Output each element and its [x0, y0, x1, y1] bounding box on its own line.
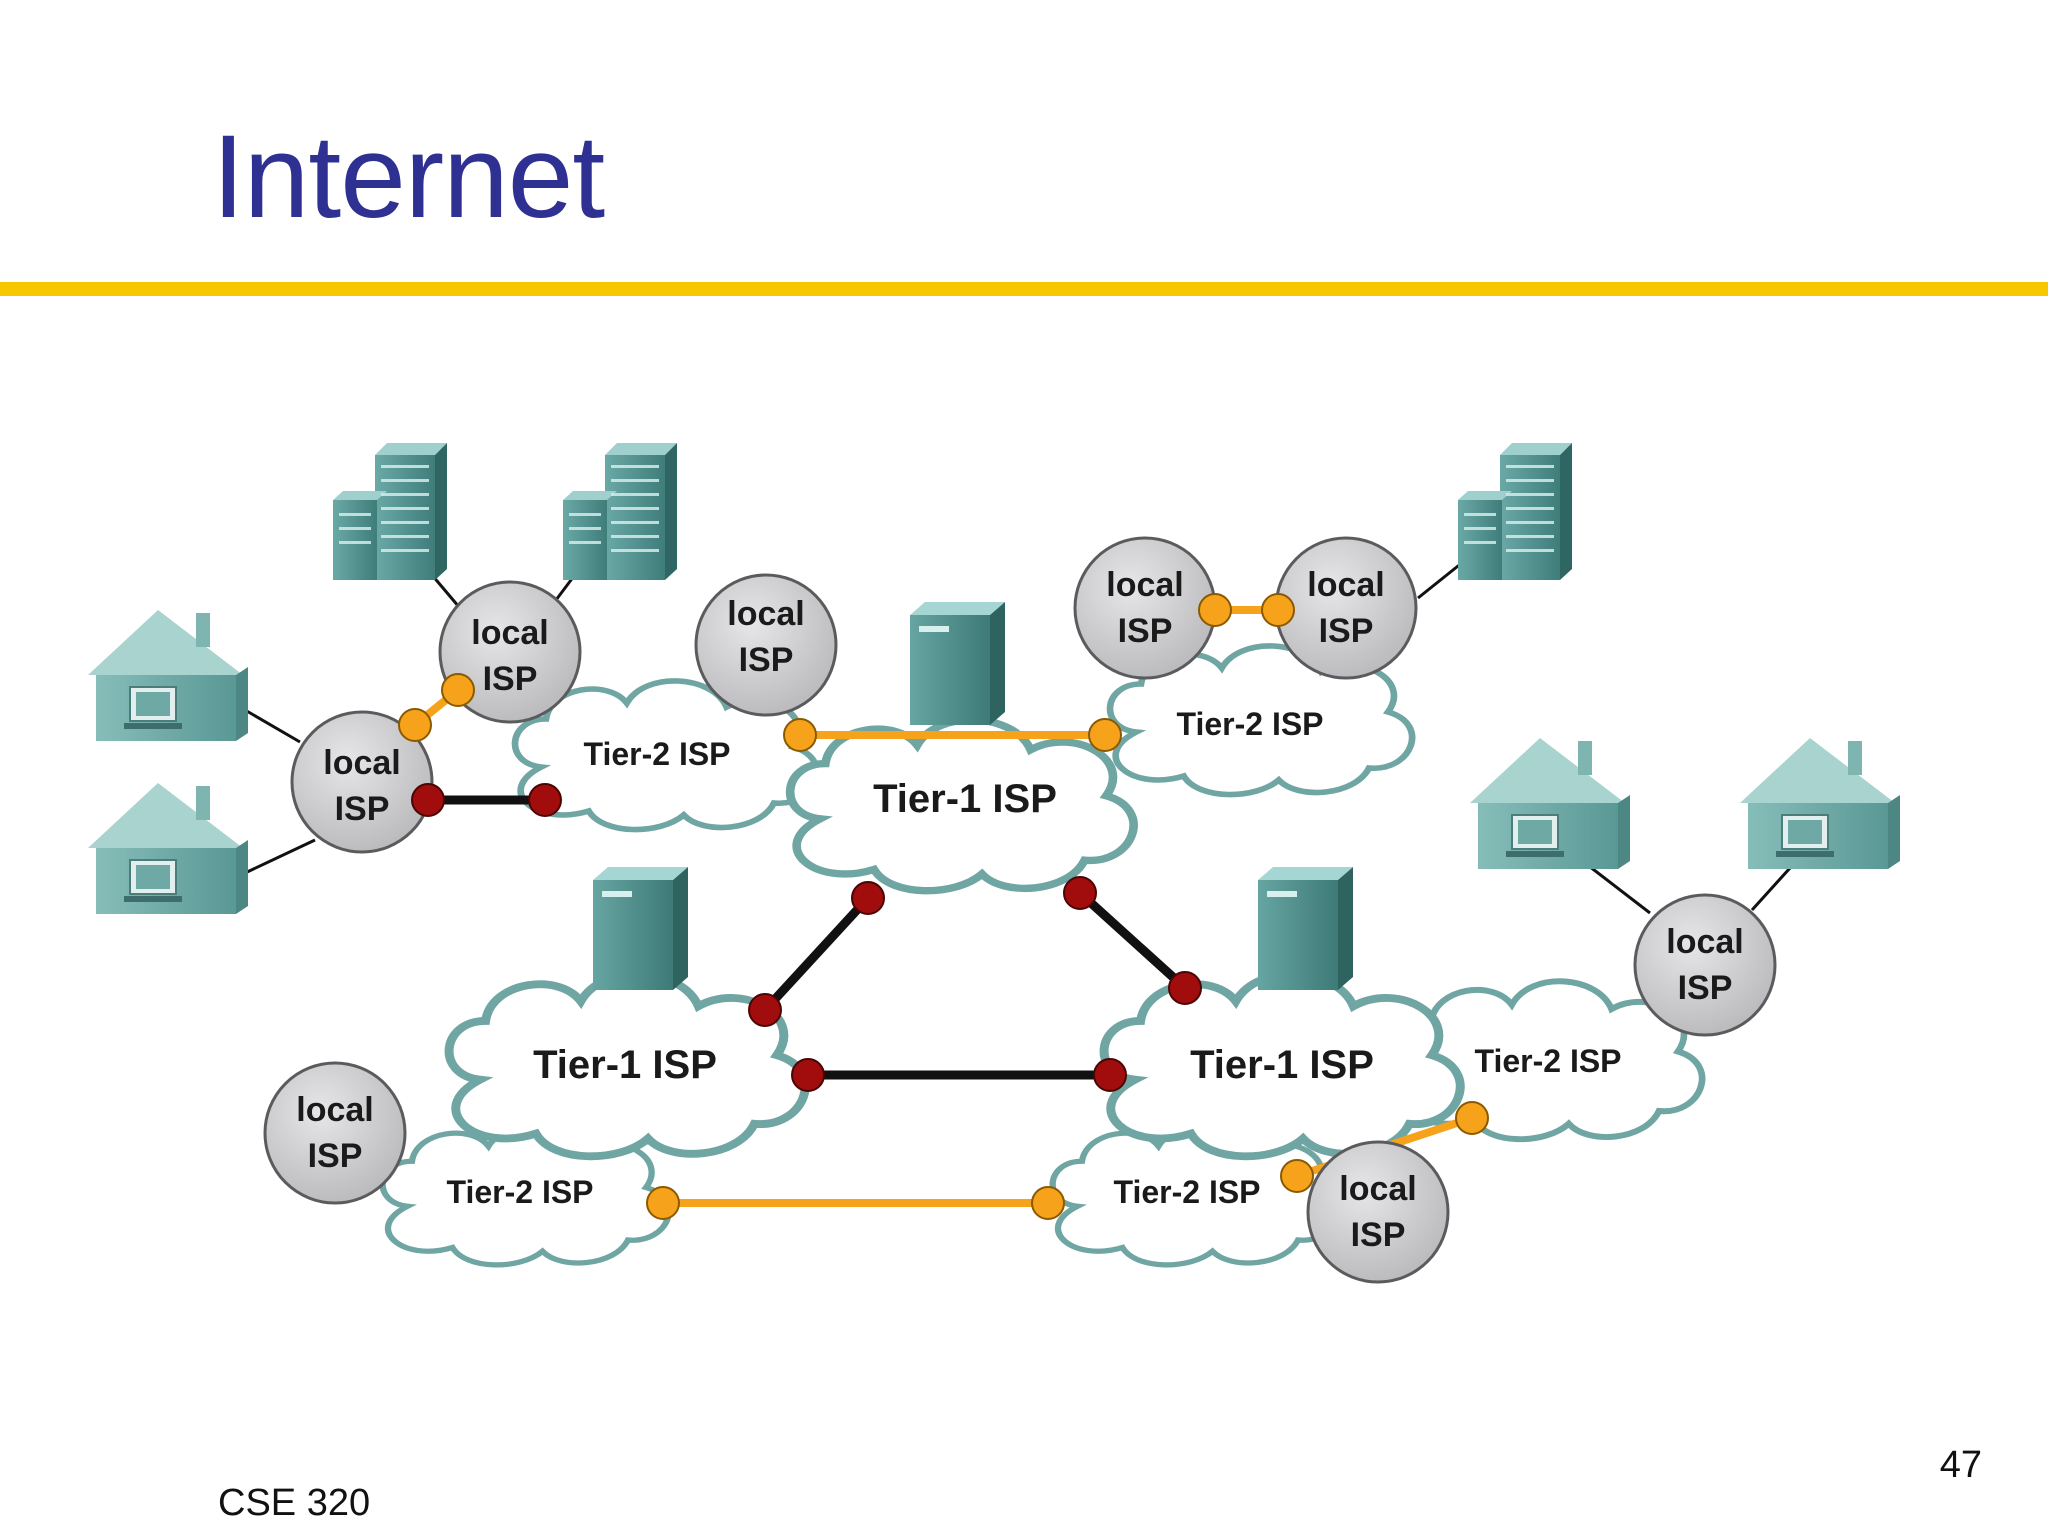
peering-node	[441, 673, 475, 707]
footer-course-label: CSE 320	[218, 1482, 371, 1524]
building-icon	[333, 443, 447, 580]
backbone-node	[1093, 1058, 1127, 1092]
house-icon	[1739, 737, 1901, 870]
peering-node	[398, 708, 432, 742]
slide-title: Internet	[212, 111, 605, 243]
local-isp-label: ISP	[1351, 1216, 1406, 1254]
local-isp-label: local	[1666, 923, 1743, 961]
local-isp-label: ISP	[1319, 612, 1374, 650]
peering-node	[1031, 1186, 1065, 1220]
server-icon	[593, 867, 688, 990]
cloud-labels: Tier-1 ISP Tier-1 ISP Tier-1 ISP Tier-2 …	[446, 706, 1621, 1210]
backbone-node	[1063, 876, 1097, 910]
backbone-node	[1168, 971, 1202, 1005]
server-icon	[910, 602, 1005, 725]
local-isp-label: ISP	[335, 790, 390, 828]
local-isps: local ISP local ISP local ISP local ISP …	[263, 536, 1777, 1284]
local-isp-label: ISP	[308, 1137, 363, 1175]
local-isp-node: local ISP	[1306, 1140, 1450, 1284]
backbone-node	[748, 993, 782, 1027]
backbone-node	[411, 783, 445, 817]
local-isp-label: local	[1307, 566, 1384, 604]
building-icon	[1458, 443, 1572, 580]
house-icon	[1469, 737, 1631, 870]
local-isp-label: ISP	[483, 660, 538, 698]
tier2-label: Tier-2 ISP	[1113, 1174, 1260, 1210]
tier2-label: Tier-2 ISP	[1176, 706, 1323, 742]
local-isp-node: local ISP	[694, 573, 838, 717]
backbone-node	[528, 783, 562, 817]
peering-node	[1280, 1159, 1314, 1193]
page-number: 47	[1939, 1444, 1982, 1486]
tier1-label: Tier-1 ISP	[533, 1043, 717, 1087]
local-isp-label: local	[727, 595, 804, 633]
local-isp-label: local	[1106, 566, 1183, 604]
building-icon	[563, 443, 677, 580]
peering-node	[1088, 718, 1122, 752]
local-isp-label: ISP	[739, 641, 794, 679]
tier1-label: Tier-1 ISP	[873, 777, 1057, 821]
peering-nodes	[398, 593, 1489, 1220]
local-isp-node: local ISP	[1633, 893, 1777, 1037]
peering-node	[1455, 1101, 1489, 1135]
backbone-links	[423, 795, 1190, 1080]
local-isp-node: local ISP	[290, 710, 434, 854]
server-icon	[1258, 867, 1353, 990]
local-isp-label: local	[323, 744, 400, 782]
tier2-label: Tier-2 ISP	[1474, 1043, 1621, 1079]
tier1-label: Tier-1 ISP	[1190, 1043, 1374, 1087]
local-isp-label: ISP	[1678, 969, 1733, 1007]
house-icon	[87, 782, 249, 915]
local-isp-node: local ISP	[438, 580, 582, 724]
peering-node	[783, 718, 817, 752]
title-rule	[0, 282, 2048, 296]
backbone-node	[791, 1058, 825, 1092]
backbone-node	[851, 881, 885, 915]
local-isp-label: ISP	[1118, 612, 1173, 650]
local-isp-node: local ISP	[1274, 536, 1418, 680]
local-isp-label: local	[296, 1091, 373, 1129]
house-icon	[87, 609, 249, 742]
local-isp-label: local	[471, 614, 548, 652]
local-isp-node: local ISP	[1073, 536, 1217, 680]
local-isp-node: local ISP	[263, 1061, 407, 1205]
backbone-nodes	[411, 783, 1202, 1092]
tier2-label: Tier-2 ISP	[583, 736, 730, 772]
peering-node	[646, 1186, 680, 1220]
tier2-label: Tier-2 ISP	[446, 1174, 593, 1210]
peering-node	[1198, 593, 1232, 627]
local-isp-label: local	[1339, 1170, 1416, 1208]
peering-node	[1261, 593, 1295, 627]
